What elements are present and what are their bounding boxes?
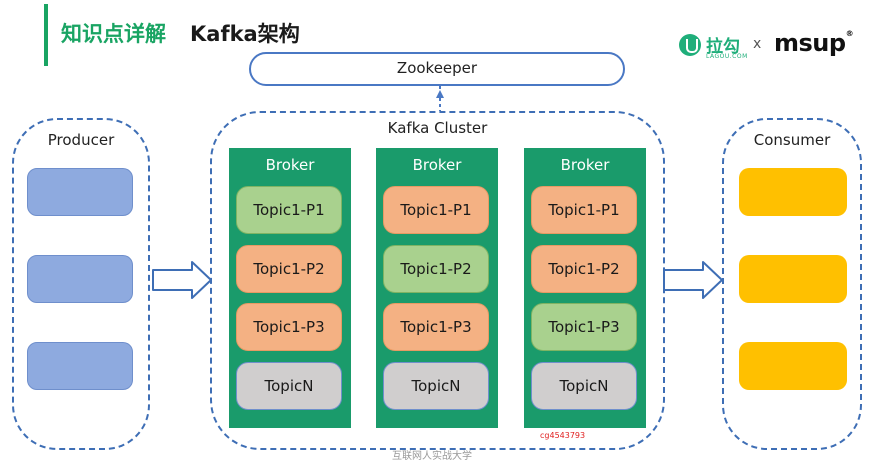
broker-3-topic1-p3: Topic1-P3 [531,303,637,351]
watermark-id: cg4543793 [540,431,586,440]
zookeeper-label: Zookeeper [396,59,478,77]
consumer-node [739,342,847,390]
lagou-logo-text: 拉勾 [706,37,740,57]
title-accent-bar [44,4,48,66]
lagou-logo-domain: LAGOU.COM [706,53,748,60]
msup-logo: msup® [774,29,854,57]
registered-mark: ® [845,29,854,38]
producer-to-cluster-arrow [152,261,212,299]
broker-2-topic1-p2: Topic1-P2 [383,245,489,293]
broker-2-topic1-p3: Topic1-P3 [383,303,489,351]
producer-node [27,342,133,390]
consumer-zone [722,118,862,450]
broker-1-topic1-p2: Topic1-P2 [236,245,342,293]
broker-3-label: Broker [560,156,610,174]
producer-zone [12,118,150,450]
kafka-cluster-zone [210,111,665,450]
broker-2-label: Broker [412,156,462,174]
broker-2-topic1-p1: Topic1-P1 [383,186,489,234]
cluster-to-consumer-arrow [663,261,723,299]
broker-3-topicn: TopicN [531,362,637,410]
logo-separator: x [753,36,762,52]
zookeeper-connector-arrowhead [436,90,444,98]
broker-1-topic1-p1: Topic1-P1 [236,186,342,234]
footer-caption: 互联网人实战大学 [392,451,472,462]
broker-1-label: Broker [265,156,315,174]
msup-logo-text: msup [774,29,846,57]
producer-node [27,255,133,303]
lagou-logo: 拉勾 LAGOU.COM [679,32,771,64]
producer-label: Producer [47,131,115,149]
consumer-node [739,168,847,216]
page-title: Kafka架构 [190,22,300,46]
lagou-logo-icon [679,34,701,56]
zookeeper-box [249,52,625,86]
kafka-cluster-label: Kafka Cluster [387,119,488,137]
broker-1-topic1-p3: Topic1-P3 [236,303,342,351]
broker-3-topic1-p2: Topic1-P2 [531,245,637,293]
broker-2-topicn: TopicN [383,362,489,410]
broker-3-topic1-p1: Topic1-P1 [531,186,637,234]
consumer-label: Consumer [753,131,831,149]
consumer-node [739,255,847,303]
section-title: 知识点详解 [61,22,166,46]
broker-1-topicn: TopicN [236,362,342,410]
producer-node [27,168,133,216]
